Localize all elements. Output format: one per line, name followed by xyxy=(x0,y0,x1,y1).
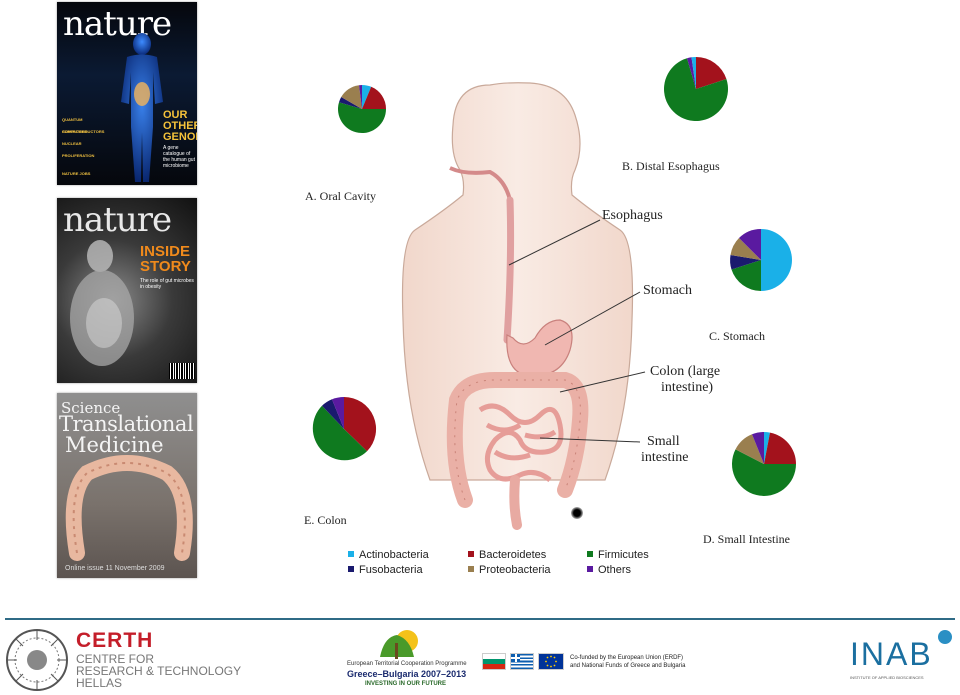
cover-headline: OUR OTHER GENOME xyxy=(163,109,197,143)
pie-colon xyxy=(312,396,377,461)
legend-swatch xyxy=(348,566,354,573)
inab-logo: INAB xyxy=(850,636,933,672)
legend-swatch xyxy=(587,551,593,558)
etc-line1: European Territorial Cooperation Program… xyxy=(347,661,467,667)
label-small-line1: Small xyxy=(647,434,680,449)
inab-sub: INSTITUTE OF APPLIED BIOSCIENCES xyxy=(850,675,924,680)
etc-line3: INVESTING IN OUR FUTURE xyxy=(365,681,447,687)
cofund-line2: and National Funds of Greece and Bulgari… xyxy=(570,663,686,669)
cover-blurb: A gene catalogue of the human gut microb… xyxy=(163,145,195,169)
cover-masthead: nature xyxy=(63,4,172,44)
greece-flag-icon xyxy=(510,653,534,670)
legend-item-fusobacteria: Fusobacteria xyxy=(348,564,423,576)
pie-stomach xyxy=(730,228,792,291)
label-stomach: Stomach xyxy=(643,283,692,298)
pie-small-intestine xyxy=(732,431,796,496)
legend-item-others: Others xyxy=(587,564,631,576)
cover-side-1: QUANTUM COMPUTERS xyxy=(62,117,88,134)
legend-item-firmicutes: Firmicutes xyxy=(587,549,649,561)
certh-line3: HELLAS xyxy=(76,676,123,690)
label-esophagus: Esophagus xyxy=(602,208,663,223)
legend-swatch xyxy=(468,551,474,558)
barcode xyxy=(169,363,195,379)
legend-item-actinobacteria: Actinobacteria xyxy=(348,549,429,561)
inab-dot-icon xyxy=(938,630,952,644)
region-small-intestine: D. Small Intestine xyxy=(703,532,790,546)
region-colon: E. Colon xyxy=(304,513,347,527)
legend-swatch xyxy=(468,566,474,573)
legend-item-proteobacteria: Proteobacteria xyxy=(468,564,551,576)
region-distal-esophagus: B. Distal Esophagus xyxy=(622,159,720,173)
eu-flag-icon xyxy=(538,653,564,670)
colon-illustration xyxy=(65,455,193,561)
pie-oral-cavity xyxy=(338,84,387,134)
legend-label: Bacteroidetes xyxy=(479,549,547,561)
certh-line2: RESEARCH & TECHNOLOGY xyxy=(76,664,242,678)
pie-distal-esophagus xyxy=(664,56,729,122)
label-colon-line2: intestine) xyxy=(661,380,714,395)
certh-line1: CENTRE FOR xyxy=(76,652,154,666)
pointer-dot xyxy=(571,507,583,519)
cover-side-3: NUCLEAR PROLIFERATION xyxy=(62,141,95,158)
cover-blurb: The role of gut microbes in obesity xyxy=(140,278,194,290)
region-stomach: C. Stomach xyxy=(709,329,765,343)
legend-label: Fusobacteria xyxy=(359,564,423,576)
blue-body-illustration xyxy=(121,33,163,182)
cover-masthead-line3: Medicine xyxy=(65,433,164,457)
region-oral-cavity: A. Oral Cavity xyxy=(305,189,376,203)
cofund-line1: Co-funded by the European Union (ERDF) xyxy=(570,655,684,661)
label-colon-line1: Colon (large xyxy=(650,364,721,379)
certh-emblem-icon xyxy=(6,629,68,691)
nature-cover-our-other-genome: nature OUR OTHER GENOME A gene catalogue… xyxy=(57,2,197,185)
cover-masthead: nature xyxy=(63,200,172,240)
human-torso-illustration xyxy=(401,82,634,530)
cover-footnote: Online issue 11 November 2009 xyxy=(65,565,165,572)
legend-item-bacteroidetes: Bacteroidetes xyxy=(468,549,546,561)
science-translational-medicine-cover: Science Translational Medicine Online is… xyxy=(57,393,197,578)
cover-side-4: NATURE JOBS xyxy=(62,171,91,176)
cover-headline: INSIDE STORY xyxy=(140,243,191,275)
cover-masthead-line1: Science xyxy=(61,399,121,417)
legend-label: Proteobacteria xyxy=(479,564,551,576)
etc-tree-logo-icon xyxy=(380,630,418,659)
label-small-line2: intestine xyxy=(641,450,689,465)
cover-side-2: SUPERCONDUCTORS xyxy=(62,129,105,134)
certh-title: CERTH xyxy=(76,629,154,652)
nature-cover-inside-story: nature INSIDE STORY The role of gut micr… xyxy=(57,198,197,383)
legend-label: Firmicutes xyxy=(598,549,649,561)
legend-label: Others xyxy=(598,564,632,576)
cover-masthead-line2: Translational xyxy=(59,412,194,436)
legend-label: Actinobacteria xyxy=(359,549,429,561)
etc-line2: Greece–Bulgaria 2007–2013 xyxy=(347,669,467,679)
footer-divider xyxy=(5,618,955,620)
legend-swatch xyxy=(587,566,593,573)
bulgaria-flag-icon xyxy=(482,653,506,670)
legend-swatch xyxy=(348,551,354,558)
xray-body-illustration xyxy=(70,240,134,366)
